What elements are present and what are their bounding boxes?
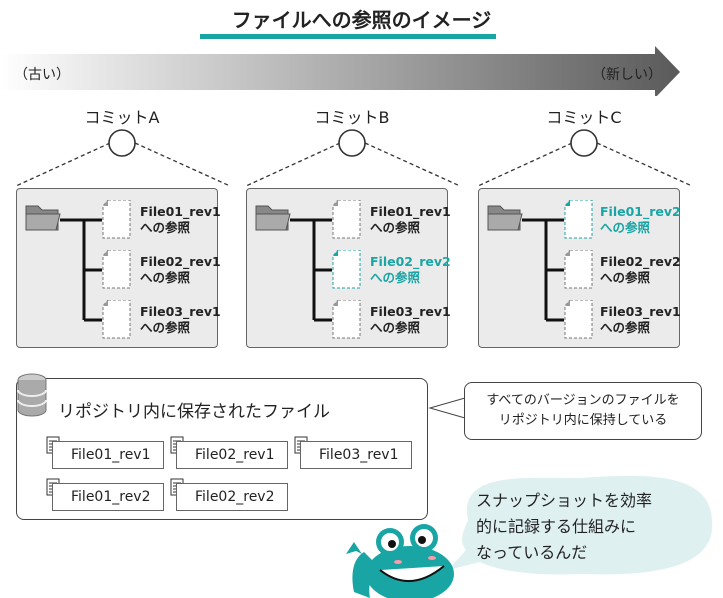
document-icon: [332, 300, 361, 339]
callout-box: すべてのバージョンのファイルを リポジトリ内に保持している: [464, 382, 702, 440]
folder-icon: [255, 205, 291, 231]
speech-bubble-and-mascot: [346, 475, 713, 598]
document-icon: [102, 300, 131, 339]
callout-line2: リポジトリ内に保持している: [498, 413, 668, 428]
document-icon: [564, 250, 593, 289]
document-icon: [102, 200, 131, 239]
repo-file: File01_rev1: [52, 441, 164, 469]
commit-a-node: [108, 129, 136, 157]
repository-title: リポジトリ内に保存されたファイル: [58, 402, 330, 422]
callout-pointer: [428, 397, 466, 419]
document-icon: [102, 250, 131, 289]
commit-c-tree: [487, 205, 564, 322]
folder-icon: [487, 205, 523, 231]
repo-file: File01_rev2: [52, 483, 164, 511]
commit-c-label: コミットC: [546, 108, 622, 127]
document-icon: [564, 300, 593, 339]
repo-file: File02_rev1: [176, 441, 288, 469]
document-icon-highlighted: [564, 200, 593, 239]
document-icon: [332, 200, 361, 239]
commit-b-label: コミットB: [314, 108, 390, 127]
commit-a-tree: [25, 205, 102, 322]
timeline-arrow: [0, 46, 680, 96]
timeline-old-label: （古い）: [14, 67, 70, 83]
commit-c-node: [570, 129, 598, 157]
folder-icon: [25, 205, 61, 231]
commit-connectors: [15, 129, 693, 187]
diagram-title: ファイルへの参照のイメージ: [231, 8, 492, 32]
commit-a-label: コミットA: [84, 108, 160, 127]
speech-bubble: [448, 475, 713, 575]
frog-mascot: [346, 524, 454, 598]
speech-bubble-text: スナップショットを効率 的に記録する仕組みに なっているんだ: [476, 491, 653, 562]
timeline-new-label: （新しい）: [592, 67, 662, 83]
commit-b-tree: [255, 205, 332, 322]
title-underline: [200, 34, 496, 39]
commit-b-node: [338, 129, 366, 157]
document-icon-highlighted: [332, 250, 361, 289]
repo-file: File03_rev1: [300, 441, 412, 469]
repo-file: File02_rev2: [176, 483, 288, 511]
callout-line1: すべてのバージョンのファイルを: [486, 393, 680, 408]
database-icon: [17, 373, 47, 417]
